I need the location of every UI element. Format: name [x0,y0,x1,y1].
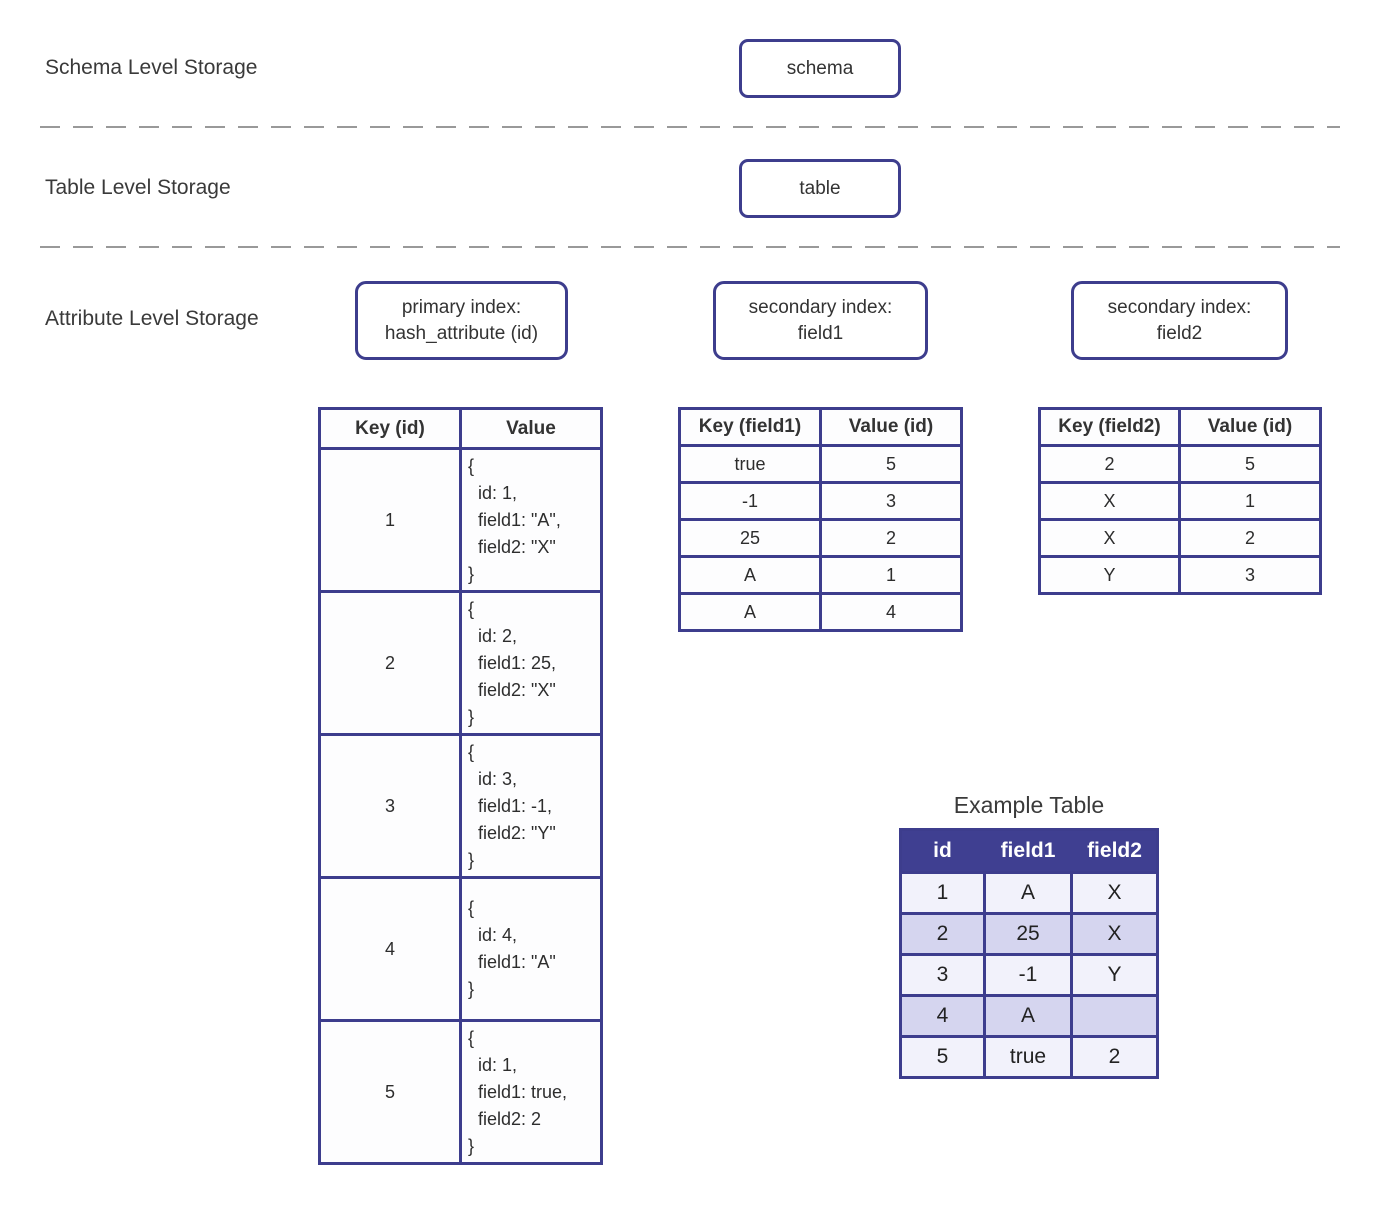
field1-row-value: 1 [822,558,960,592]
field2-row-value: 1 [1181,484,1319,518]
field1-index-table: Key (field1) Value (id) true 5 -1 3 25 2… [678,407,963,632]
primary-row-value: { id: 2, field1: 25, field2: "X" } [462,593,600,733]
primary-index-line2: hash_attribute (id) [384,322,539,344]
primary-index-line1: primary index: [401,296,522,318]
field2-row-value: 5 [1181,447,1319,481]
example-cell: X [1073,915,1156,953]
field2-index-table: Key (field2) Value (id) 2 5 X 1 X 2 Y 3 [1038,407,1322,595]
primary-row-key: 4 [321,879,459,1019]
example-table-title: Example Table [953,792,1105,818]
example-header-field2: field2 [1087,839,1142,862]
field1-row-key: A [681,558,819,592]
primary-row-key: 2 [321,593,459,733]
field1-table-header-key: Key (field1) [681,410,819,444]
example-cell: 5 [902,1038,983,1076]
primary-row-value: { id: 1, field1: true, field2: 2 } [462,1022,600,1162]
primary-row-key: 5 [321,1022,459,1162]
example-cell: 25 [986,915,1070,953]
field2-row-key: X [1041,521,1178,555]
example-header-id: id [933,839,952,862]
divider-table-attribute [40,246,1340,248]
example-cell: A [986,874,1070,912]
example-cell: A [986,997,1070,1035]
secondary-index-field2-line2: field2 [1156,322,1203,344]
field2-table-header-value: Value (id) [1181,410,1319,444]
example-cell: 2 [1073,1038,1156,1076]
secondary-index-field1-node: secondary index: field1 [713,281,928,360]
primary-row-value: { id: 1, field1: "A", field2: "X" } [462,450,600,590]
table-level-label: Table Level Storage [45,176,231,199]
example-table-header: id field1 field2 [902,831,1156,871]
field1-row-key: 25 [681,521,819,555]
primary-row-value: { id: 4, field1: "A" } [462,879,600,1019]
divider-schema-table [40,126,1340,128]
primary-index-node: primary index: hash_attribute (id) [355,281,568,360]
example-cell: Y [1073,956,1156,994]
field2-row-value: 3 [1181,558,1319,592]
schema-level-label: Schema Level Storage [45,56,258,79]
example-cell [1073,997,1156,1035]
example-cell: 3 [902,956,983,994]
field1-row-key: true [681,447,819,481]
primary-table-header-value: Value [462,410,600,447]
field2-row-value: 2 [1181,521,1319,555]
example-cell: 4 [902,997,983,1035]
table-node-label: table [799,177,841,199]
example-cell: -1 [986,956,1070,994]
field1-table-header-value: Value (id) [822,410,960,444]
example-cell: true [986,1038,1070,1076]
field1-row-value: 3 [822,484,960,518]
example-table: id field1 field2 1 A X 2 25 X 3 -1 Y 4 A… [899,828,1159,1079]
secondary-index-field2-node: secondary index: field2 [1071,281,1288,360]
primary-index-table: Key (id) Value 1 { id: 1, field1: "A", f… [318,407,603,1165]
field1-row-value: 4 [822,595,960,629]
primary-row-key: 1 [321,450,459,590]
example-header-field1: field1 [1000,839,1056,862]
attribute-level-label: Attribute Level Storage [45,307,259,330]
secondary-index-field2-line1: secondary index: [1107,296,1252,318]
field2-row-key: X [1041,484,1178,518]
secondary-index-field1-line2: field1 [797,322,844,344]
primary-row-value: { id: 3, field1: -1, field2: "Y" } [462,736,600,876]
example-cell: 2 [902,915,983,953]
field1-row-key: A [681,595,819,629]
field1-row-value: 5 [822,447,960,481]
field1-row-value: 2 [822,521,960,555]
secondary-index-field1-line1: secondary index: [748,296,893,318]
field2-table-header-key: Key (field2) [1041,410,1178,444]
field1-row-key: -1 [681,484,819,518]
field2-row-key: 2 [1041,447,1178,481]
schema-node-label: schema [786,57,854,79]
example-cell: X [1073,874,1156,912]
table-node: table [739,159,901,218]
primary-table-header-key: Key (id) [321,410,459,447]
example-cell: 1 [902,874,983,912]
primary-row-key: 3 [321,736,459,876]
field2-row-key: Y [1041,558,1178,592]
schema-node: schema [739,39,901,98]
